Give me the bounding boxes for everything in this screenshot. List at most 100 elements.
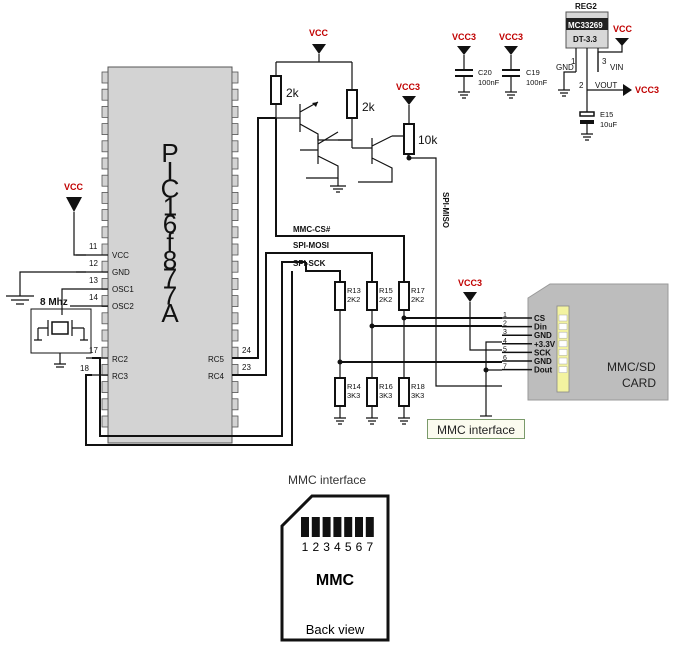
back-view-pad xyxy=(365,517,374,537)
r17-name: R17 xyxy=(411,286,425,295)
vcc3-label: VCC3 xyxy=(396,82,420,92)
resistor-2k-left xyxy=(270,75,282,105)
back-view-pin-number: 6 xyxy=(356,540,363,554)
r18-value: 3K3 xyxy=(411,391,424,400)
card-pin-number: 6 xyxy=(503,355,507,362)
r16-name: R16 xyxy=(379,382,393,391)
card-contact-strip xyxy=(556,305,570,393)
chip-name-char: 1 xyxy=(163,191,177,221)
c20-value: 100nF xyxy=(478,78,500,87)
card-contact-pad xyxy=(558,323,568,330)
reg-gnd-label: GND xyxy=(556,63,574,72)
vcc3-label: VCC3 xyxy=(499,32,523,42)
card-pin-label: GND xyxy=(534,331,552,340)
left-pin-17: RC2 17 xyxy=(89,346,129,364)
chip-name-char: P xyxy=(161,138,178,168)
pin-number: 14 xyxy=(89,293,98,302)
left-pin-11: VCC 11 xyxy=(89,242,129,260)
chip-pin-tooth xyxy=(231,260,239,273)
vcc-top-symbol: VCC xyxy=(276,28,352,63)
vcc-arrow-icon xyxy=(402,96,416,105)
vcc-label: VCC xyxy=(613,24,633,34)
left-pin-14: OSC2 14 xyxy=(89,293,134,311)
chip-pin-tooth xyxy=(101,312,109,325)
e15-name: E15 xyxy=(600,110,613,119)
chip-pin-tooth xyxy=(231,415,239,428)
pin-label: RC2 xyxy=(112,355,129,364)
card-contact-pad xyxy=(558,357,568,365)
transistor-q1 xyxy=(276,101,352,141)
regulator-part: MC33269 xyxy=(568,21,603,30)
back-view-pad xyxy=(333,517,342,537)
back-view-subtitle: Back view xyxy=(306,622,365,637)
chip-pin-tooth xyxy=(231,88,239,101)
chip-right-pins xyxy=(231,71,239,428)
back-view-title: MMC xyxy=(316,572,355,589)
chip-pin-tooth xyxy=(231,363,239,376)
c19-value: 100nF xyxy=(526,78,548,87)
chip-pin-tooth xyxy=(101,71,109,84)
wire-sck-return xyxy=(92,261,306,437)
r15-value: 2K2 xyxy=(379,295,392,304)
card-title-line1: MMC/SD xyxy=(607,360,656,374)
card-pin-number: 1 xyxy=(503,312,507,319)
r15-name: R15 xyxy=(379,286,393,295)
chip-pin-tooth xyxy=(101,329,109,342)
card-pin-label: Din xyxy=(534,323,547,332)
wire-rc3-return xyxy=(85,271,293,446)
vcc-left-symbol: VCC xyxy=(64,182,86,256)
left-pin-18: RC3 18 xyxy=(80,364,129,381)
back-view-pad xyxy=(322,517,331,537)
chip-pin-tooth xyxy=(231,398,239,411)
vcc3-label: VCC3 xyxy=(458,278,482,288)
reg-pin1: 1 xyxy=(571,57,576,66)
chip-pin-tooth xyxy=(101,88,109,101)
r14-value: 3K3 xyxy=(347,391,360,400)
card-contact-pad xyxy=(558,314,568,322)
chip-pin-tooth xyxy=(231,243,239,256)
figure-caption: MMC interface xyxy=(288,473,367,487)
card-pin-label: +3.3V xyxy=(534,340,556,349)
chip-pin-tooth xyxy=(231,140,239,153)
back-view-pin-number: 1 xyxy=(302,540,309,554)
mmc-interface-tag: MMC interface xyxy=(427,419,525,439)
reg-vin-label: VIN xyxy=(610,63,624,72)
pin-label: OSC1 xyxy=(112,285,134,294)
reg-pin2: 2 xyxy=(579,81,584,90)
card-contact-pad xyxy=(558,366,568,373)
wire-sck xyxy=(305,262,341,282)
e15-value: 10uF xyxy=(600,120,618,129)
resistor-label: 2k xyxy=(286,86,300,100)
pin-label: RC5 xyxy=(208,355,225,364)
spi-miso-label: SPI-MISO xyxy=(441,192,450,228)
chip-pin-tooth xyxy=(231,381,239,394)
left-pin-13: OSC1 13 xyxy=(89,276,134,294)
resistor-r16 xyxy=(366,377,378,407)
chip-pin-tooth xyxy=(101,398,109,411)
regulator-ref: REG2 xyxy=(575,2,597,11)
pin-label: OSC2 xyxy=(112,302,134,311)
chip-left-pins xyxy=(101,71,109,428)
r18-name: R18 xyxy=(411,382,425,391)
chip-name-char: f xyxy=(166,227,174,257)
chip-pin-tooth xyxy=(101,415,109,428)
chip-name-char: A xyxy=(161,298,179,328)
chip-pin-tooth xyxy=(101,209,109,222)
vcc-arrow-icon xyxy=(66,197,82,212)
chip-pin-tooth xyxy=(231,295,239,308)
pin-number: 23 xyxy=(242,363,251,372)
chip-name-char: C xyxy=(161,174,180,204)
vcc-arrow-icon xyxy=(615,38,629,46)
r13-name: R13 xyxy=(347,286,361,295)
chip-pin-tooth xyxy=(231,312,239,325)
chip-pin-tooth xyxy=(101,123,109,135)
card-pin-number: 7 xyxy=(503,364,507,371)
back-view-pin-number: 4 xyxy=(334,540,341,554)
chip-name-char: I xyxy=(166,156,173,186)
crystal-body-icon xyxy=(51,321,69,335)
signal-mosi-label: SPI-MOSI xyxy=(293,241,329,250)
pin-number: 18 xyxy=(80,364,89,373)
resistor-r13 xyxy=(334,281,346,311)
